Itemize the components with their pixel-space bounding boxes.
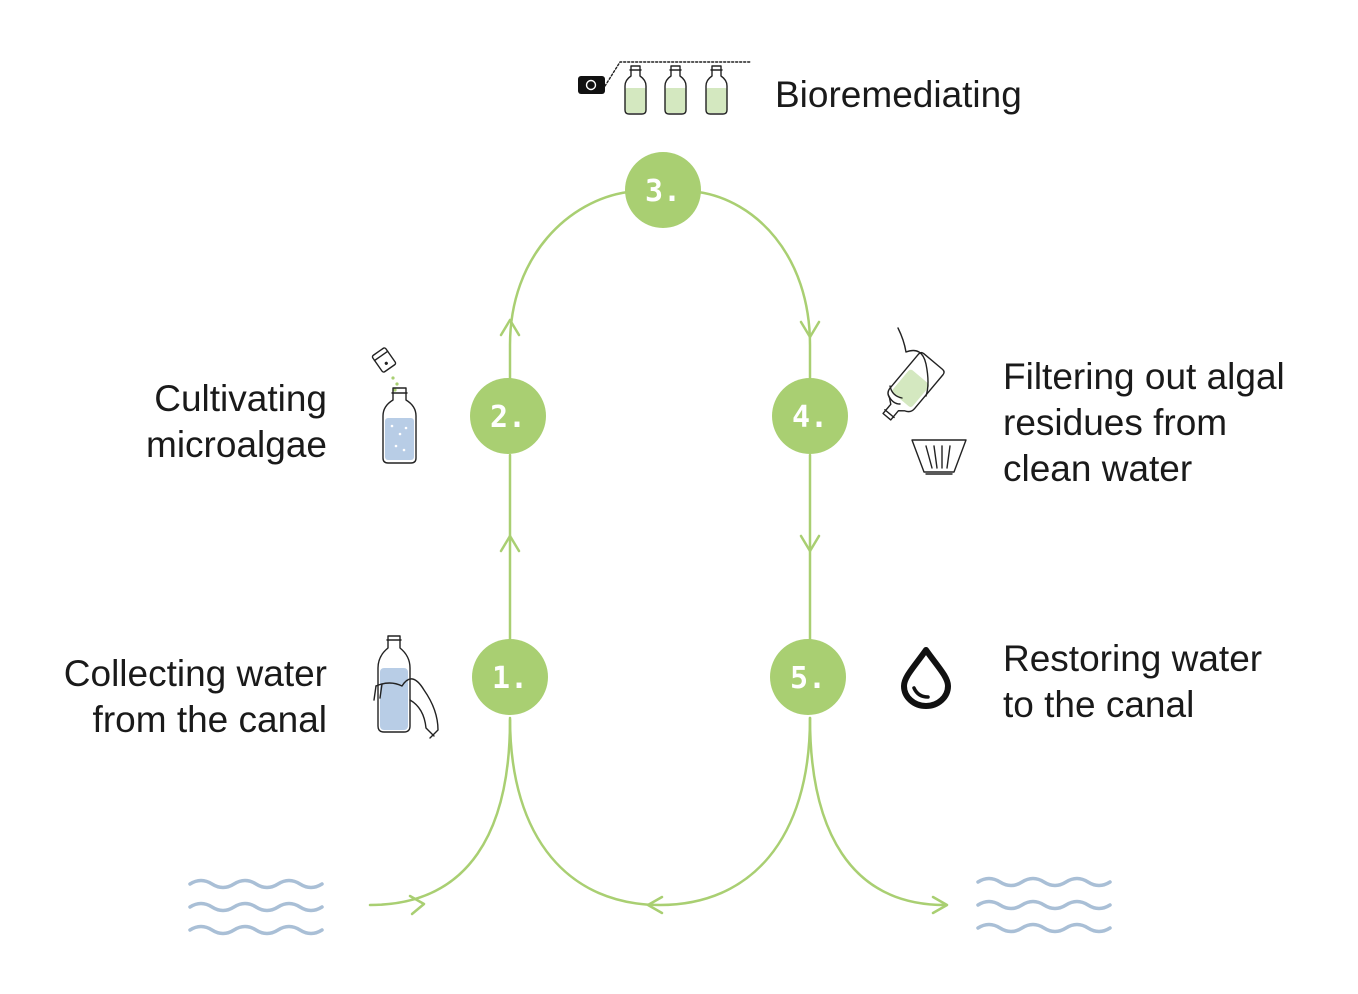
step-node-5: 5.	[770, 639, 846, 715]
step-4-label-line-1: Filtering out algal	[1003, 356, 1285, 397]
step-node-1: 1.	[472, 639, 548, 715]
step-4-label: Filtering out algal residues from clean …	[1003, 354, 1285, 492]
step-number-4: 4.	[792, 400, 828, 435]
canal-waves-left	[188, 878, 324, 936]
arrow-inlet	[408, 894, 426, 916]
step-number-5: 5.	[790, 661, 826, 696]
step-number-3: 3.	[645, 174, 681, 209]
salt-shaker-bottle-icon	[371, 347, 417, 464]
arrow-down-1	[799, 320, 821, 339]
step-1-label-line-1: Collecting water	[63, 653, 327, 694]
step-1-label: Collecting water from the canal	[64, 651, 327, 743]
step-2-label-line-1: Cultivating	[154, 378, 327, 419]
step-3-label: Bioremediating	[775, 72, 1022, 118]
flow-return-loop	[508, 716, 812, 907]
flow-outlet	[808, 716, 947, 907]
arrow-up-2	[499, 318, 521, 337]
water-drop-icon	[901, 647, 951, 709]
step-4-label-line-2: residues from	[1003, 402, 1228, 443]
step-2-label: Cultivating microalgae	[146, 376, 327, 468]
flow-lines	[368, 190, 949, 916]
arrow-return	[646, 895, 664, 915]
arrow-outlet	[931, 895, 949, 915]
step-5-label-line-2: to the canal	[1003, 684, 1195, 725]
arrow-up-1	[499, 534, 521, 553]
pouring-bottle-filter-icon	[882, 327, 967, 475]
step-node-2: 2.	[470, 378, 546, 454]
flow-3-to-4	[696, 190, 812, 380]
flow-2-to-3	[508, 190, 630, 380]
arrow-down-2	[799, 534, 821, 553]
step-node-4: 4.	[772, 378, 848, 454]
step-2-label-line-2: microalgae	[146, 424, 327, 465]
step-1-label-line-2: from the canal	[92, 699, 327, 740]
step-3-label-line-1: Bioremediating	[775, 74, 1022, 115]
step-node-3: 3.	[625, 152, 701, 228]
canal-waves-right	[976, 876, 1112, 934]
step-4-label-line-3: clean water	[1003, 448, 1193, 489]
step-number-2: 2.	[490, 400, 526, 435]
step-number-1: 1.	[492, 661, 528, 696]
bioreactor-bottles-icon	[578, 61, 751, 115]
flow-inlet	[368, 718, 512, 907]
step-5-label: Restoring water to the canal	[1003, 636, 1262, 728]
bottle-in-hand-icon	[373, 635, 439, 739]
step-5-label-line-1: Restoring water	[1003, 638, 1263, 679]
